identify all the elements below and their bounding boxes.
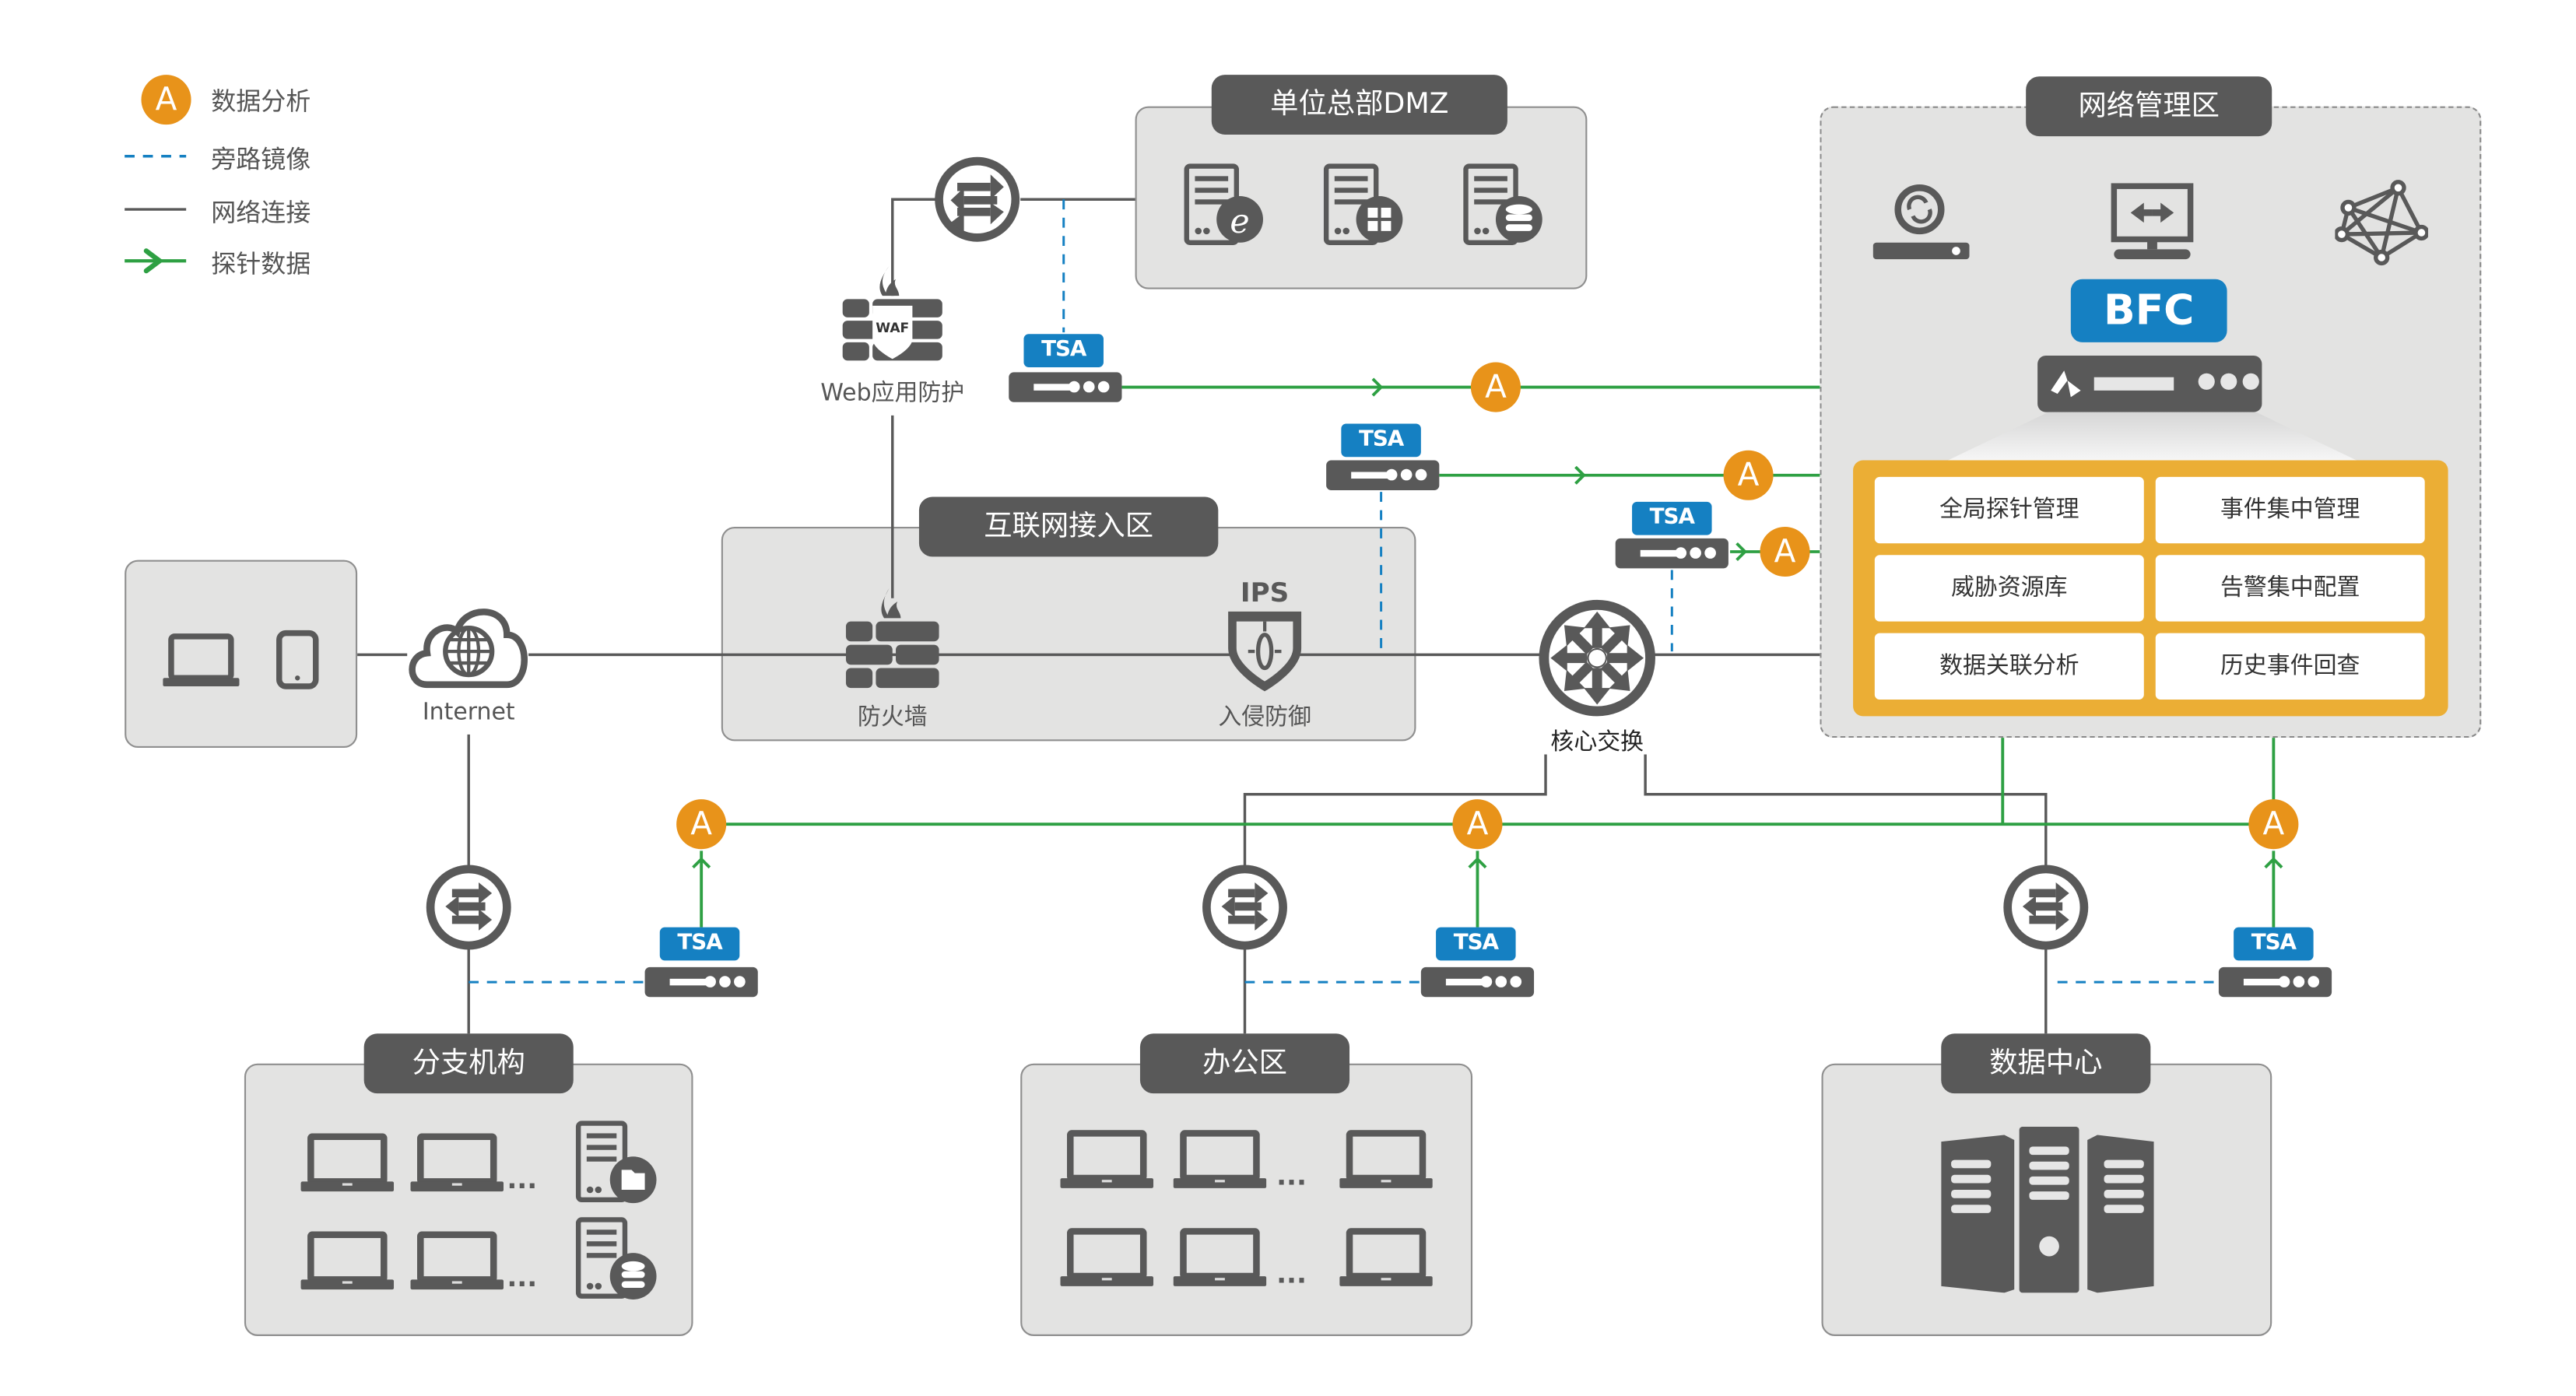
file-server-icon <box>575 1121 657 1204</box>
datacenter-switch-icon[interactable] <box>2002 864 2089 950</box>
link-core-datacenter <box>1644 754 2048 1034</box>
tsa-device-office[interactable]: ●●● <box>1420 966 1535 998</box>
legend-probe-label: 探针数据 <box>211 249 311 279</box>
tsa-device-ips[interactable]: ●●● <box>1326 460 1440 490</box>
tsa-tag-branch: TSA <box>659 927 740 961</box>
function-alert-centralized-config[interactable]: 告警集中配置 <box>2155 555 2425 622</box>
analysis-badge-datacenter[interactable]: A <box>2248 799 2299 850</box>
bfc-badge: BFC <box>2070 279 2227 342</box>
legend-analysis-badge: A <box>141 75 191 125</box>
probe-office-arrow <box>1468 857 1487 869</box>
ellipsis-more-devices: ... <box>1276 1159 1307 1192</box>
office-laptop-icon <box>1173 1228 1267 1286</box>
ips-shield-icon[interactable] <box>1225 609 1305 695</box>
probe-datacenter-arrow <box>2264 857 2283 869</box>
tsa-tag-dmz: TSA <box>1023 334 1104 367</box>
branch-laptop-icon <box>300 1133 395 1192</box>
tsa-device-datacenter[interactable]: ●●● <box>2218 966 2332 998</box>
waf-firewall-icon[interactable]: WAF <box>839 262 946 369</box>
network-topology-icon <box>2335 180 2428 266</box>
tsa-tag-core: TSA <box>1632 501 1712 535</box>
function-event-centralized-management[interactable]: 事件集中管理 <box>2155 476 2425 544</box>
internet-cloud-icon[interactable] <box>404 598 534 692</box>
probe-branch-arrow <box>692 857 711 869</box>
database-server-icon <box>1463 163 1542 245</box>
zone-office <box>1020 1063 1473 1336</box>
tsa-device-branch[interactable]: ●●● <box>644 966 758 998</box>
function-data-correlation-analysis[interactable]: 数据关联分析 <box>1874 633 2144 700</box>
bfc-display-bar <box>2093 377 2174 391</box>
probe-core-arrow <box>1735 542 1747 562</box>
function-threat-resource-library[interactable]: 威胁资源库 <box>1874 555 2144 622</box>
tsa-tag-ips: TSA <box>1341 423 1421 458</box>
tsa-tag-datacenter: TSA <box>2234 927 2314 961</box>
branch-laptop-icon <box>410 1133 504 1192</box>
analysis-badge-branch[interactable]: A <box>676 799 727 850</box>
tsa-device-dmz[interactable]: ●●● <box>1009 372 1122 402</box>
management-console-icon <box>2111 183 2194 260</box>
tsa-tag-office: TSA <box>1436 927 1516 961</box>
office-laptop-icon <box>1339 1228 1433 1286</box>
laptop-icon <box>163 633 240 686</box>
datacenter-servers-icon <box>1941 1126 2154 1293</box>
legend-mirror-label: 旁路镜像 <box>211 144 311 175</box>
branch-laptop-icon <box>300 1231 395 1290</box>
office-laptop-icon <box>1060 1130 1154 1188</box>
core-switch-icon[interactable] <box>1537 598 1657 718</box>
ellipsis-more-devices: ... <box>507 1261 538 1293</box>
windows-server-icon <box>1323 163 1403 245</box>
zone-internet-access-title: 互联网接入区 <box>918 496 1219 557</box>
tsa-device-core[interactable]: ●●● <box>1615 538 1728 569</box>
ellipsis-more-devices: ... <box>1276 1257 1307 1290</box>
analysis-badge-ips[interactable]: A <box>1723 450 1774 500</box>
legend-lines <box>125 155 187 274</box>
function-historical-event-review[interactable]: 历史事件回查 <box>2155 633 2425 700</box>
office-switch-icon[interactable] <box>1202 864 1288 950</box>
core-switch-label: 核心交换 <box>1550 729 1644 756</box>
svg-text:e: e <box>1230 202 1249 241</box>
link-monitor-device-icon <box>1872 184 1970 260</box>
branch-switch-icon[interactable] <box>426 864 512 950</box>
zone-management-title: 网络管理区 <box>2026 76 2272 137</box>
analysis-badge-office[interactable]: A <box>1452 799 1503 850</box>
office-laptop-icon <box>1173 1130 1267 1188</box>
ips-badge: IPS <box>1240 577 1290 609</box>
analysis-badge-dmz[interactable]: A <box>1470 362 1521 412</box>
function-global-probe-management[interactable]: 全局探针管理 <box>1874 476 2144 544</box>
branch-laptop-icon <box>410 1231 504 1290</box>
ellipsis-more-devices: ... <box>507 1163 538 1195</box>
legend-network-label: 网络连接 <box>211 198 311 228</box>
database-server-icon <box>575 1217 657 1300</box>
ips-label: 入侵防御 <box>1218 704 1311 731</box>
legend-analysis-label: 数据分析 <box>211 86 311 117</box>
zone-datacenter-title: 数据中心 <box>1941 1033 2151 1094</box>
dmz-switch-icon[interactable] <box>934 156 1020 243</box>
web-server-icon: e <box>1184 163 1263 245</box>
analysis-badge-core[interactable]: A <box>1760 526 1810 577</box>
bfc-device[interactable]: ●●● <box>2037 355 2264 412</box>
waf-label: Web应用防护 <box>820 381 965 408</box>
internet-label: Internet <box>422 700 515 727</box>
mobile-phone-icon <box>276 630 319 689</box>
office-laptop-icon <box>1339 1130 1433 1188</box>
bfc-status-dots: ●●● <box>2197 369 2264 395</box>
link-waf-dmz-switch <box>891 198 936 296</box>
zone-office-title: 办公区 <box>1139 1033 1350 1094</box>
probe-ips-arrow <box>1574 465 1586 485</box>
office-laptop-icon <box>1060 1228 1154 1286</box>
zone-dmz-title: 单位总部DMZ <box>1211 75 1507 135</box>
zone-branch-title: 分支机构 <box>363 1033 574 1094</box>
firewall-label: 防火墙 <box>857 704 928 731</box>
bfc-logo-icon <box>2051 370 2081 398</box>
probe-dmz-arrow <box>1371 377 1384 397</box>
firewall-icon[interactable] <box>843 588 946 691</box>
waf-badge-text: WAF <box>876 321 909 336</box>
